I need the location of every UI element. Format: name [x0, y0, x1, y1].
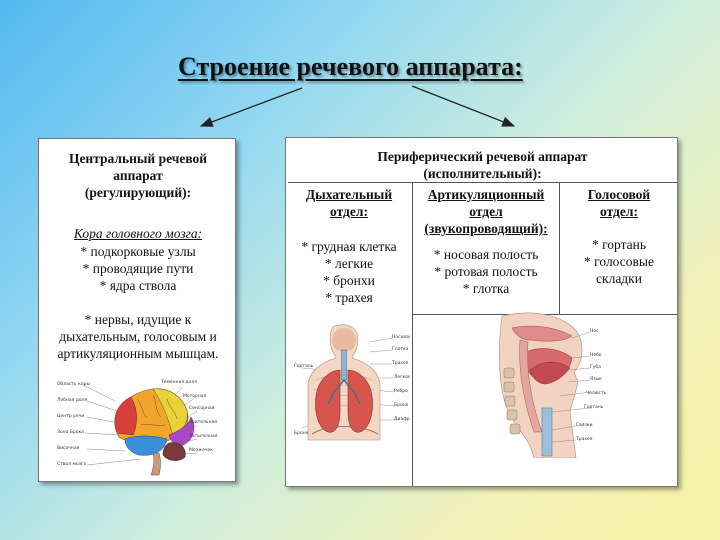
svg-text:Центр речи: Центр речи: [57, 413, 84, 419]
section-title-line: отдел: [469, 204, 503, 219]
svg-text:Челюсть: Челюсть: [586, 390, 607, 396]
svg-text:Зрительная: Зрительная: [189, 419, 217, 425]
cortex-item: * ядра ствола: [99, 278, 177, 293]
nerves-text: * нервы, идущие к дыхательным, голосовым…: [39, 311, 237, 362]
svg-text:Трахея: Трахея: [575, 436, 593, 442]
respiratory-illustration: Гортань Бронх Носовая Глотка Трахея Легк…: [294, 324, 410, 442]
svg-text:Глотка: Глотка: [392, 346, 409, 352]
svg-text:Теменная доля: Теменная доля: [160, 379, 197, 385]
peripheral-heading-line: (исполнительный):: [423, 166, 542, 181]
brain-illustration: Область коры Лобная доля Центр речи Зона…: [57, 377, 219, 477]
peripheral-apparatus-box: Периферический речевой аппарат (исполнит…: [285, 137, 678, 487]
svg-text:Губа: Губа: [590, 364, 601, 370]
section-item: * бронхи: [323, 273, 375, 288]
voice-section-items: * гортань * голосовые складки: [560, 236, 678, 287]
section-item: * носовая полость: [433, 247, 539, 262]
section-title-line: отдел:: [600, 204, 638, 219]
svg-text:Сенсорная: Сенсорная: [189, 405, 215, 411]
section-item: * глотка: [462, 281, 510, 296]
articulation-illustration: Нос Небо Губа Язык Челюсть Гортань Связк…: [490, 312, 608, 458]
section-title-line: отдел:: [330, 204, 368, 219]
svg-text:Бронх: Бронх: [294, 430, 309, 436]
articulation-section-title: Артикуляционный отдел (звукопроводящий):: [413, 186, 559, 237]
section-item: * голосовые: [584, 254, 654, 269]
svg-text:Небо: Небо: [590, 352, 602, 358]
svg-text:Мозжечок: Мозжечок: [189, 447, 213, 453]
svg-text:Легкое: Легкое: [394, 374, 410, 380]
svg-text:Бронх: Бронх: [394, 402, 409, 408]
svg-text:Затылочная: Затылочная: [189, 433, 218, 439]
cortex-label: Кора головного мозга:: [73, 226, 203, 241]
section-item: * легкие: [324, 256, 374, 271]
section-title-line: Голосовой: [587, 187, 651, 202]
page-title: Строение речевого аппарата:: [178, 52, 523, 81]
section-item: * гортань: [591, 237, 647, 252]
arrow-to-central: [199, 87, 303, 127]
respiratory-section-title: Дыхательный отдел:: [286, 186, 412, 220]
cortex-item: * подкорковые узлы: [80, 244, 196, 259]
column-divider: [559, 182, 560, 314]
voice-section-title: Голосовой отдел:: [560, 186, 678, 220]
svg-text:Височная: Височная: [57, 445, 80, 451]
central-heading-line: аппарат: [113, 168, 163, 183]
svg-text:Связки: Связки: [576, 422, 593, 428]
central-heading: Центральный речевой аппарат (регулирующи…: [39, 150, 237, 201]
section-item: * грудная клетка: [301, 239, 397, 254]
section-item: * трахея: [325, 290, 373, 305]
svg-text:Ствол мозга: Ствол мозга: [57, 461, 86, 467]
section-title-line: Дыхательный: [305, 187, 393, 202]
nerves-line: артикуляционным мышцам.: [57, 346, 219, 361]
cortex-items: * подкорковые узлы * проводящие пути * я…: [39, 243, 237, 294]
cortex-item: * проводящие пути: [82, 261, 194, 276]
svg-text:Диафр.: Диафр.: [394, 416, 410, 422]
svg-text:Носовая: Носовая: [392, 334, 410, 340]
section-item: * ротовая полость: [434, 264, 538, 279]
central-apparatus-box: Центральный речевой аппарат (регулирующи…: [38, 138, 236, 482]
svg-text:Моторная: Моторная: [183, 393, 207, 399]
svg-text:Нос: Нос: [590, 328, 599, 334]
nerves-line: дыхательным, голосовым и: [59, 329, 217, 344]
svg-text:Трахея: Трахея: [391, 360, 409, 366]
section-item: складки: [596, 271, 642, 286]
svg-text:Ребро: Ребро: [394, 388, 408, 394]
central-heading-line: (регулирующий):: [84, 185, 192, 200]
section-title-line: Артикуляционный: [427, 187, 545, 202]
svg-text:Гортань: Гортань: [294, 363, 314, 369]
svg-text:Гортань: Гортань: [584, 404, 604, 410]
svg-text:Лобная доля: Лобная доля: [57, 397, 87, 403]
nerves-line: * нервы, идущие к: [84, 312, 192, 327]
central-heading-line: Центральный речевой: [68, 151, 208, 166]
respiratory-section-items: * грудная клетка * легкие * бронхи * тра…: [286, 238, 412, 306]
section-title-line: (звукопроводящий):: [424, 221, 548, 236]
header-divider: [288, 182, 677, 183]
svg-text:Область коры: Область коры: [57, 381, 90, 387]
svg-text:Язык: Язык: [590, 376, 602, 382]
peripheral-heading-line: Периферический речевой аппарат: [377, 149, 588, 164]
column-divider: [412, 182, 413, 314]
arrow-to-peripheral: [411, 85, 516, 127]
svg-text:Зона Брока: Зона Брока: [57, 429, 84, 435]
articulation-section-items: * носовая полость * ротовая полость * гл…: [413, 246, 559, 297]
peripheral-heading: Периферический речевой аппарат (исполнит…: [286, 148, 679, 182]
column-divider: [412, 314, 413, 486]
